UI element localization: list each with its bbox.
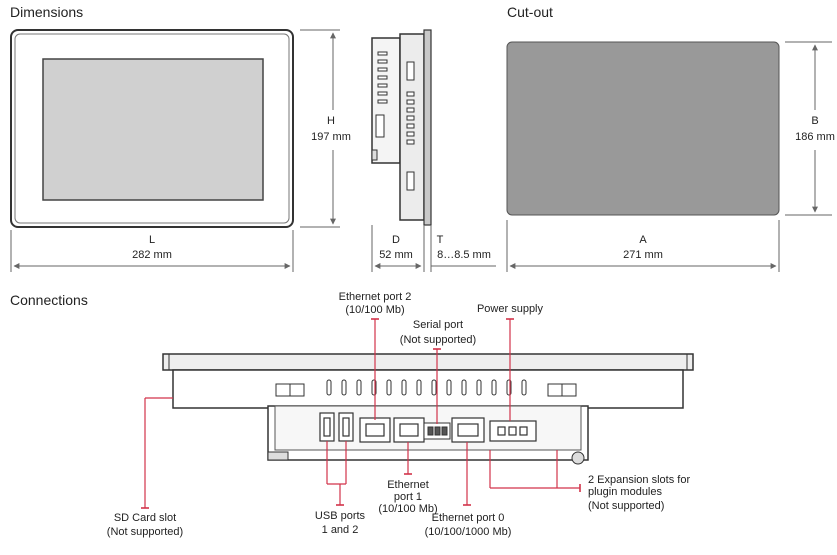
dimensions-title: Dimensions <box>10 4 83 20</box>
exp-label-2: plugin modules <box>588 486 662 498</box>
dim-L-letter: L <box>149 234 155 246</box>
eth1-label-3: (10/100 Mb) <box>378 503 437 515</box>
sd-label-1: SD Card slot <box>114 512 176 524</box>
eth2-label-2: (10/100 Mb) <box>345 304 404 316</box>
front-screen <box>42 58 264 201</box>
eth2-label-1: Ethernet port 2 <box>339 291 412 303</box>
dim-H-letter: H <box>327 115 335 127</box>
dim-L-value: 282 mm <box>132 249 172 261</box>
dim-T-letter: T <box>437 234 444 246</box>
dim-B-value: 186 mm <box>795 131 835 143</box>
dim-A-value: 271 mm <box>623 249 663 261</box>
dimension-A: A 271 mm <box>506 220 780 272</box>
usb-label-1: USB ports <box>315 510 366 522</box>
dimension-D-T: D 52 mm T 8…8.5 mm <box>371 225 496 272</box>
dim-D-letter: D <box>392 234 400 246</box>
serial-label-1: Serial port <box>413 319 463 331</box>
dimension-L: L 282 mm <box>10 230 294 272</box>
exp-label-1: 2 Expansion slots for <box>588 474 690 486</box>
front-view <box>10 29 294 228</box>
dim-B-letter: B <box>811 115 818 127</box>
eth1-label-2: port 1 <box>394 491 422 503</box>
usb-label-2: 1 and 2 <box>322 524 359 536</box>
side-view <box>371 29 432 226</box>
dim-H-value: 197 mm <box>311 131 351 143</box>
connection-labels: Ethernet port 2 (10/100 Mb) Serial port … <box>107 291 691 538</box>
serial-label-2: (Not supported) <box>400 334 476 346</box>
cutout-title: Cut-out <box>507 4 553 20</box>
eth0-label-2: (10/100/1000 Mb) <box>425 526 512 538</box>
connections-title: Connections <box>10 292 88 308</box>
callout-lines <box>141 318 581 509</box>
dimension-B: B 186 mm <box>785 41 835 216</box>
eth1-label-1: Ethernet <box>387 479 429 491</box>
exp-label-3: (Not supported) <box>588 500 664 512</box>
cutout-shape <box>506 41 780 216</box>
eth0-label-1: Ethernet port 0 <box>432 512 505 524</box>
power-label: Power supply <box>477 303 544 315</box>
bottom-view <box>162 353 694 465</box>
dimension-H: H 197 mm <box>300 29 351 228</box>
dim-A-letter: A <box>639 234 647 246</box>
dim-D-value: 52 mm <box>379 249 413 261</box>
sd-label-2: (Not supported) <box>107 526 183 538</box>
dim-T-value: 8…8.5 mm <box>437 249 491 261</box>
